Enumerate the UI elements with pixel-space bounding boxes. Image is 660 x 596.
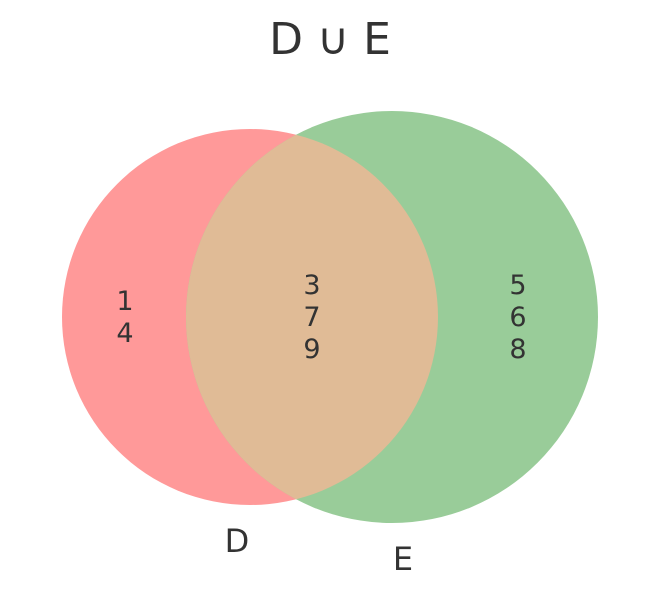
intersection-element: 7 <box>303 302 320 333</box>
overlap-region <box>186 129 438 505</box>
e-only-element: 5 <box>509 270 526 301</box>
e-only-element: 8 <box>509 334 526 365</box>
intersection-element: 3 <box>303 270 320 301</box>
intersection-element: 9 <box>303 334 320 365</box>
e-only-element: 6 <box>509 302 526 333</box>
set-e-label: E <box>393 540 413 578</box>
d-only-element: 4 <box>116 318 133 349</box>
diagram-title: D ∪ E <box>269 14 391 65</box>
d-only-element: 1 <box>116 286 133 317</box>
set-d-label: D <box>225 522 250 560</box>
